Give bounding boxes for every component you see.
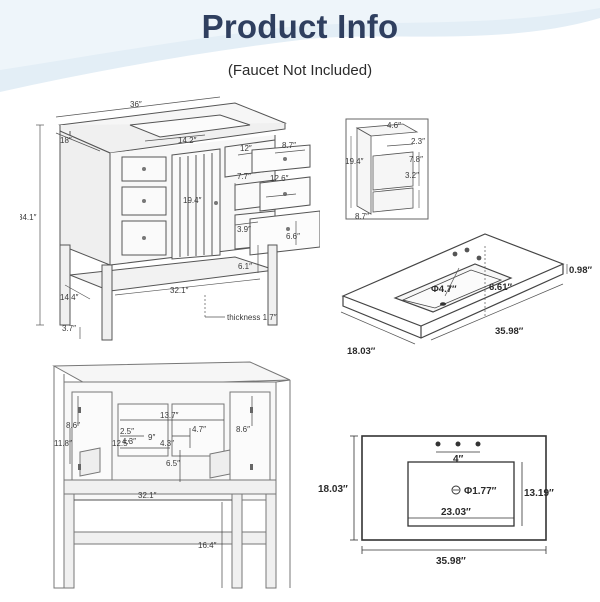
sink-bowl-length: 13.19″ [524,488,554,499]
dim-drawer-mid-height: 7.7″ [237,172,251,181]
dim-width: 36″ [130,100,142,109]
rear-center-gap: 9″ [148,433,155,442]
rear-shelf-gap: 6.5″ [166,459,180,468]
rear-slot-width-b: 4.3″ [122,437,136,446]
sink-drain: Φ4.7″ [431,284,457,295]
dim-drawer-width: 12″ [240,144,252,153]
dim-shelf-thickness: thickness 1.7″ [227,313,277,322]
rear-left-height: 8.6″ [66,421,80,430]
dim-shelf-depth: 14.4″ [60,293,79,302]
sink-length: 35.98″ [495,326,524,337]
dim-height: 34.1″ [20,213,37,222]
rear-leg-height: 16.4″ [198,541,217,550]
drawer-low-height: 3.2″ [405,171,419,180]
dim-drawer-inner-width: 12.6″ [270,174,289,183]
sink-bowl-outline [407,461,515,527]
sink-lip-height: 0.98″ [569,265,592,276]
drawer-mid-height: 7.8″ [409,155,423,164]
sink-top-view-diagram: 4″ Φ1.77″ 23.03″ 13.19″ 18.03″ 35.98″ [318,435,554,567]
dim-drawer-bottom-depth: 6.6″ [286,232,300,241]
dim-shelf-width: 32.1″ [170,286,189,295]
rear-left-side-height: 11.8″ [54,439,72,448]
sink-bowl-depth: 6.61″ [489,282,512,293]
drawer-top-height: 2.3″ [411,137,425,146]
sink-top-length: 35.98″ [436,556,466,567]
drawer-top-width: 4.6″ [387,121,401,130]
page-title: Product Info [201,8,399,45]
drawer-side-height: 19.4″ [345,157,364,166]
dim-drawer-depth: 8.7″ [282,141,296,150]
rear-right-height: 8.6″ [236,425,250,434]
sink-top-width: 18.03″ [318,484,348,495]
dim-shelf-height: 6.1″ [238,262,252,271]
header-wave [0,0,600,92]
dim-depth: 18″ [60,136,72,145]
page-subtitle: (Faucet Not Included) [227,62,373,79]
dim-door-width: 14.2″ [178,136,197,145]
sink-perspective-diagram: 6.61″ Φ4.7″ 0.98″ 35.98″ 18.03″ [340,233,592,357]
drawer-depth: 8.7″ [355,212,369,221]
rear-shelf-width: 32.1″ [138,491,157,500]
sink-top-drain: Φ1.77″ [464,486,497,497]
rear-center-side: 4.3″ [160,439,174,448]
header-band [0,0,600,92]
faucet-spacing: 4″ [453,454,464,465]
dim-door-height: 19.4″ [183,196,202,205]
rear-inner-width: 13.7″ [160,411,179,420]
rear-slot-height: 4.7″ [192,425,206,434]
front-view-diagram: 36″ 34.1″ 18″ 14.2″ 19.4″ 12″ 8.7″ 7.7″ … [20,96,320,341]
rear-view-diagram: 13.7″ 8.6″ 8.6″ 2.5″ 4.3″ 4.7″ 12.5″ 9″ … [52,361,291,589]
dim-leg-height: 3.7″ [62,324,76,333]
rear-center-width: 12.5″ [112,439,131,448]
drawer-detail-diagram: 4.6″ 2.3″ 19.4″ 7.8″ 3.2″ 8.7″ [345,118,429,221]
sink-bowl-width: 23.03″ [441,507,471,518]
sink-width: 18.03″ [347,346,376,357]
dim-drawer-bottom-height: 3.9″ [237,225,251,234]
rear-slot-width-a: 2.5″ [120,427,134,436]
